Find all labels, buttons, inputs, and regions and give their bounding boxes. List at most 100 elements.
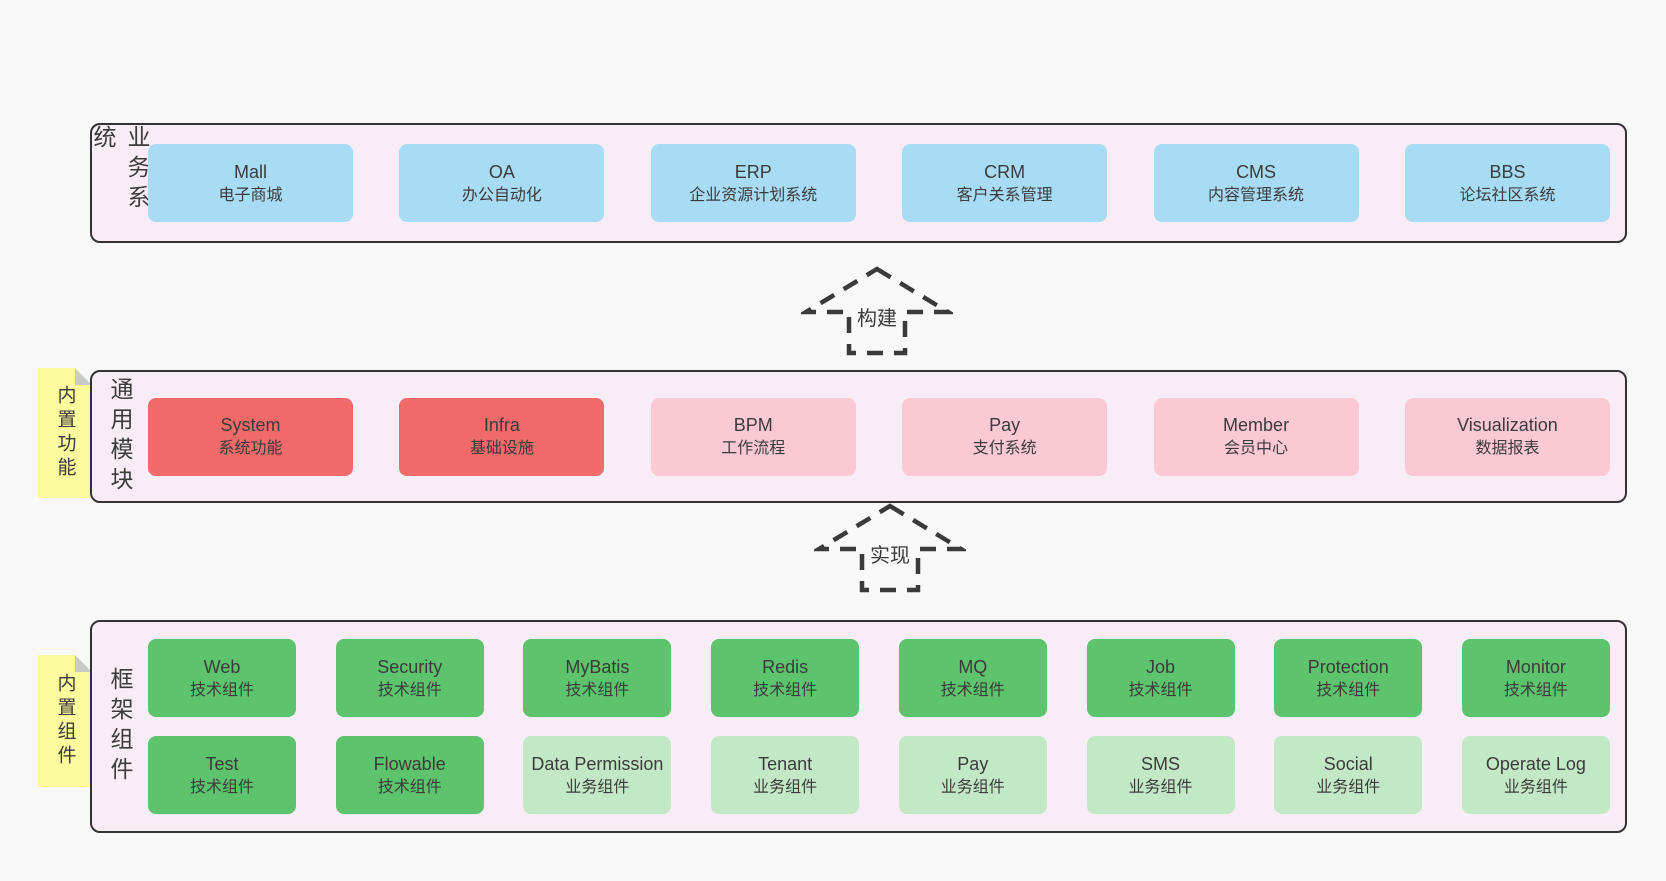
- node-member: Member 会员中心: [1153, 397, 1359, 476]
- band-content: Web 技术组件 Security 技术组件 MyBatis 技术组件 Redi…: [148, 622, 1610, 831]
- arrow-label: 构建: [857, 307, 897, 330]
- node-subtitle: 基础设施: [469, 440, 534, 457]
- node-mq: MQ 技术组件: [898, 639, 1047, 717]
- node-monitor: Monitor 技术组件: [1461, 639, 1610, 717]
- node-tenant: Tenant 业务组件: [711, 736, 860, 814]
- node-pay-component: Pay 业务组件: [898, 736, 1047, 814]
- band-content: System 系统功能 Infra 基础设施 BPM 工作流程 Pay 支付系统…: [148, 397, 1610, 476]
- node-title: BPM: [733, 415, 773, 435]
- node-subtitle: 业务组件: [1316, 778, 1381, 796]
- node-subtitle: 数据报表: [1475, 440, 1540, 457]
- node-subtitle: 办公自动化: [461, 186, 542, 204]
- node-title: Monitor: [1505, 656, 1566, 677]
- node-title: Operate Log: [1485, 753, 1586, 774]
- band-label: 通用模块: [107, 376, 133, 497]
- node-subtitle: 业务组件: [753, 778, 818, 796]
- node-subtitle: 电子商城: [218, 186, 283, 204]
- node-mall: Mall 电子商城: [148, 144, 353, 222]
- node-visualization: Visualization 数据报表: [1404, 397, 1610, 476]
- band-business-systems: 业务系统 Mall 电子商城 OA 办公自动化 ERP 企业资源计划系统 CRM…: [90, 123, 1627, 243]
- node-bpm: BPM 工作流程: [650, 397, 856, 476]
- band-content: Mall 电子商城 OA 办公自动化 ERP 企业资源计划系统 CRM 客户关系…: [148, 144, 1610, 222]
- node-title: MQ: [958, 656, 988, 677]
- node-subtitle: 技术组件: [1503, 681, 1568, 699]
- node-protection: Protection 技术组件: [1274, 639, 1423, 717]
- node-title: Pay: [957, 753, 989, 774]
- arrow-implement-up: 实现: [814, 501, 966, 593]
- node-title: Tenant: [758, 753, 813, 774]
- node-subtitle: 业务组件: [940, 778, 1005, 796]
- arrow-label: 实现: [870, 544, 910, 567]
- node-subtitle: 业务组件: [1503, 778, 1568, 796]
- band-framework-components: 框架组件 Web 技术组件 Security 技术组件 MyBatis 技术组件…: [90, 620, 1627, 833]
- node-subtitle: 会员中心: [1224, 440, 1289, 457]
- sticky-note-built-in-functions: 内置功能: [38, 368, 92, 498]
- node-title: SMS: [1141, 753, 1181, 774]
- node-title: Social: [1323, 753, 1373, 774]
- dashed-up-arrow-icon: 构建: [801, 266, 953, 356]
- node-subtitle: 技术组件: [189, 778, 254, 796]
- node-title: Pay: [989, 415, 1021, 435]
- node-title: Member: [1223, 415, 1290, 435]
- node-title: Protection: [1307, 656, 1389, 677]
- band-label: 框架组件: [107, 666, 133, 787]
- node-title: System: [220, 415, 281, 435]
- node-subtitle: 技术组件: [189, 681, 254, 699]
- node-subtitle: 技术组件: [565, 681, 630, 699]
- node-title: Infra: [483, 415, 520, 435]
- node-title: Security: [377, 656, 443, 677]
- node-redis: Redis 技术组件: [711, 639, 860, 717]
- node-subtitle: 技术组件: [1316, 681, 1381, 699]
- node-subtitle: 业务组件: [565, 778, 630, 796]
- node-title: Flowable: [373, 753, 446, 774]
- node-title: Mall: [233, 161, 267, 182]
- node-security: Security 技术组件: [335, 639, 484, 717]
- node-system: System 系统功能: [148, 397, 353, 476]
- component-row-1: Web 技术组件 Security 技术组件 MyBatis 技术组件 Redi…: [148, 639, 1610, 717]
- node-subtitle: 技术组件: [753, 681, 818, 699]
- node-subtitle: 系统功能: [218, 440, 283, 457]
- node-title: BBS: [1489, 161, 1526, 182]
- node-subtitle: 客户关系管理: [956, 186, 1053, 204]
- node-erp: ERP 企业资源计划系统: [650, 144, 856, 222]
- node-subtitle: 业务组件: [1128, 778, 1193, 796]
- node-operate-log: Operate Log 业务组件: [1461, 736, 1610, 814]
- node-title: Data Permission: [531, 753, 664, 774]
- arrow-build-up: 构建: [801, 264, 953, 356]
- node-subtitle: 技术组件: [1128, 681, 1193, 699]
- node-subtitle: 企业资源计划系统: [689, 186, 818, 204]
- node-subtitle: 支付系统: [972, 440, 1037, 457]
- node-pay-module: Pay 支付系统: [902, 397, 1108, 476]
- node-crm: CRM 客户关系管理: [902, 144, 1108, 222]
- node-job: Job 技术组件: [1086, 639, 1235, 717]
- node-cms: CMS 内容管理系统: [1153, 144, 1359, 222]
- band-common-modules: 通用模块 System 系统功能 Infra 基础设施 BPM 工作流程 Pay…: [90, 370, 1627, 503]
- node-subtitle: 论坛社区系统: [1459, 186, 1556, 204]
- dashed-up-arrow-icon: 实现: [814, 503, 966, 593]
- node-title: Test: [205, 753, 239, 774]
- node-subtitle: 技术组件: [377, 681, 442, 699]
- node-title: Redis: [762, 656, 809, 677]
- node-web: Web 技术组件: [148, 639, 296, 717]
- node-infra: Infra 基础设施: [399, 397, 605, 476]
- sticky-note-label: 内置组件: [54, 673, 76, 769]
- node-title: MyBatis: [565, 656, 630, 677]
- node-title: Web: [203, 656, 241, 677]
- node-subtitle: 工作流程: [721, 440, 786, 457]
- sticky-note-built-in-components: 内置组件: [38, 655, 92, 787]
- node-data-permission: Data Permission 业务组件: [523, 736, 672, 814]
- node-title: CMS: [1236, 161, 1277, 182]
- node-sms: SMS 业务组件: [1086, 736, 1235, 814]
- node-title: OA: [488, 161, 515, 182]
- node-mybatis: MyBatis 技术组件: [523, 639, 672, 717]
- node-title: Visualization: [1457, 415, 1558, 435]
- sticky-note-label: 内置功能: [54, 385, 76, 481]
- node-subtitle: 内容管理系统: [1208, 186, 1305, 204]
- node-bbs: BBS 论坛社区系统: [1404, 144, 1610, 222]
- node-title: ERP: [734, 161, 772, 182]
- node-test: Test 技术组件: [148, 736, 296, 814]
- node-oa: OA 办公自动化: [399, 144, 605, 222]
- node-flowable: Flowable 技术组件: [335, 736, 484, 814]
- node-subtitle: 技术组件: [940, 681, 1005, 699]
